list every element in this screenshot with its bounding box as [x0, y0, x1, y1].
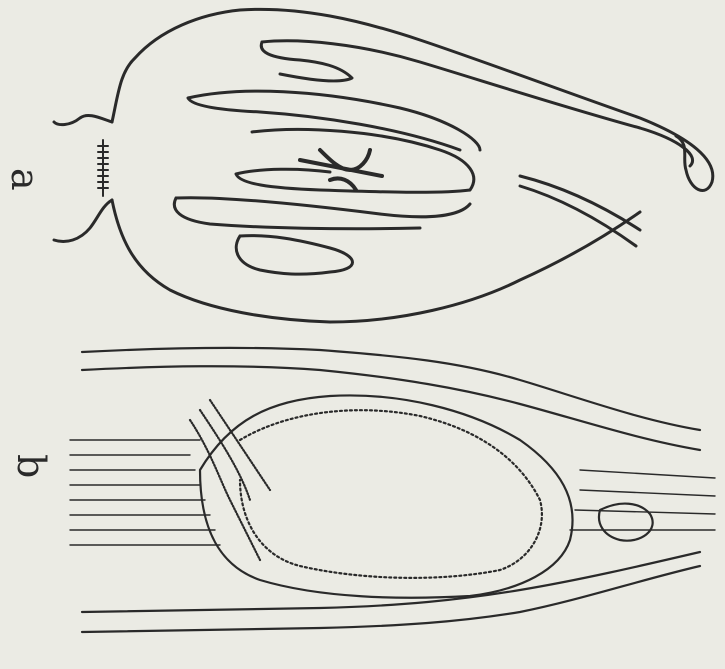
panel-b-cavity [200, 395, 573, 597]
panel-a-band-3 [174, 198, 470, 229]
panel-b-left-tissue [190, 400, 270, 560]
panel-b-bottom-layer-inner [82, 552, 700, 612]
panel-a-outer-envelope [112, 9, 713, 322]
panel-a-band-4 [236, 236, 352, 275]
panel-a-drawing [54, 9, 713, 322]
panel-b-top-layer-outer [82, 348, 700, 430]
panel-b-striations [70, 440, 715, 545]
panel-b-label: b [9, 454, 53, 478]
panel-a-label: a [3, 168, 47, 191]
panel-a-tail-strokes [520, 176, 640, 246]
panel-a-band-1 [188, 91, 480, 150]
panel-b-bottom-layer-outer [82, 566, 700, 632]
panel-b-right-cells [599, 504, 653, 541]
panel-b-drawing [70, 348, 715, 632]
panel-b-inner-boundary [240, 410, 542, 578]
panel-a-band-2 [236, 129, 474, 192]
panel-a-segmented-neck [98, 140, 108, 196]
